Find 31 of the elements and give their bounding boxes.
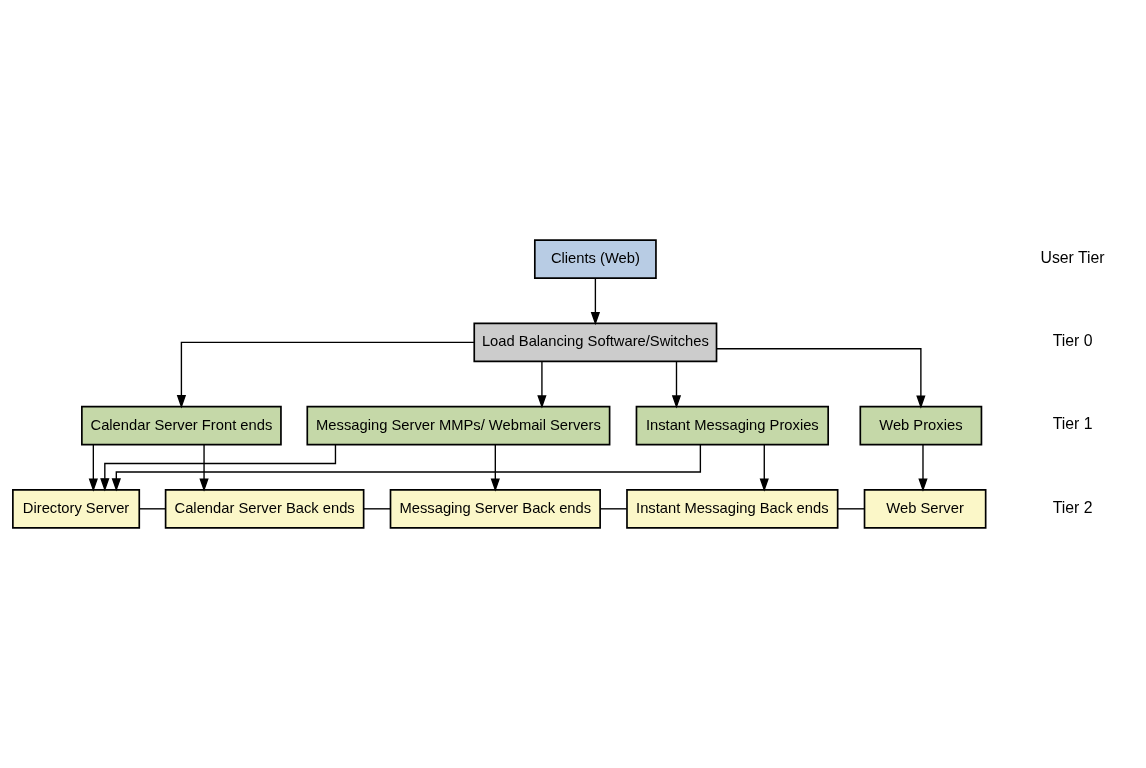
node-box: Instant Messaging Proxies — [635, 405, 830, 446]
arrow — [715, 348, 926, 409]
arrow — [671, 361, 682, 409]
arrow — [759, 444, 769, 492]
node-box: Messaging Server MMPs/ Webmail Servers — [306, 405, 611, 446]
label: Tier 2 — [1052, 498, 1093, 516]
connector — [138, 508, 167, 510]
node-box: Clients (Web) — [533, 239, 657, 279]
arrow — [490, 444, 500, 492]
arrow — [590, 277, 601, 326]
label: Tier 1 — [1052, 415, 1093, 433]
connector — [837, 508, 866, 510]
connector — [599, 508, 628, 510]
connector — [363, 508, 392, 510]
node-box: Web Server — [863, 489, 987, 529]
arrow — [88, 444, 98, 492]
label: User Tier — [1040, 248, 1105, 266]
node-box: Load Balancing Software/Switches — [473, 322, 718, 363]
arrow — [111, 444, 702, 492]
node-box: Messaging Server Back ends — [389, 489, 601, 529]
node-box: Directory Server — [12, 489, 141, 529]
arrow — [918, 444, 928, 492]
arrow — [199, 444, 209, 492]
arrow — [537, 361, 547, 409]
label: Tier 0 — [1052, 332, 1093, 350]
node-box: Instant Messaging Back ends — [626, 489, 839, 529]
node-box: Web Proxies — [859, 405, 983, 446]
arrow — [100, 444, 337, 492]
node-box: Calendar Server Front ends — [81, 405, 282, 446]
arrow — [176, 341, 475, 409]
node-box: Calendar Server Back ends — [164, 489, 365, 529]
